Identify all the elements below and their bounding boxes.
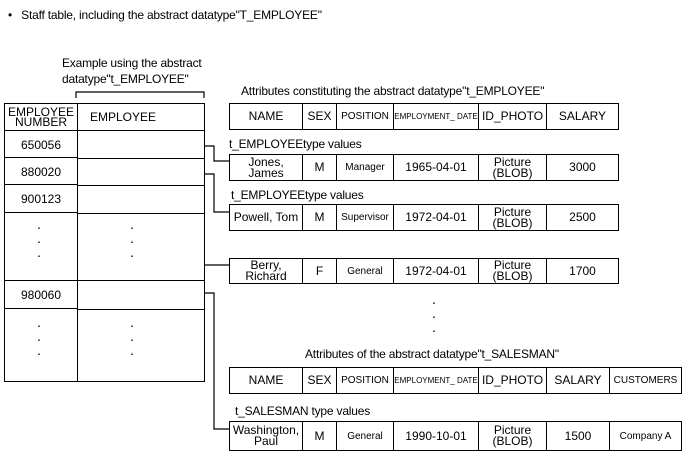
employee-record: Powell, Tom M Supervisor 1972-04-01 Pict… <box>229 204 619 231</box>
heading: • Staff table, including the abstract da… <box>8 8 322 22</box>
attr-employment-date: EMPLOYMENT_ DATE <box>394 368 479 393</box>
salesman-attribute-row: NAME SEX POSITION EMPLOYMENT_ DATE ID_PH… <box>229 367 682 394</box>
record-sex: M <box>303 155 337 180</box>
attr-sex: SEX <box>303 368 337 393</box>
record-employment-date: 1972-04-01 <box>394 259 479 283</box>
employee-attributes-title: Attributes constituting the abstract dat… <box>241 84 545 98</box>
record-position: Manager <box>337 155 394 180</box>
attr-sex: SEX <box>303 104 337 129</box>
employee-record: Berry, Richard F General 1972-04-01 Pict… <box>229 258 619 284</box>
record-position: Supervisor <box>337 205 394 230</box>
attr-name: NAME <box>230 104 303 129</box>
record-salary: 2500 <box>569 210 596 224</box>
record-sex: F <box>303 259 337 283</box>
attr-name: NAME <box>230 368 303 393</box>
employee-attribute-row: NAME SEX POSITION EMPLOYMENT_ DATE ID_PH… <box>229 103 619 130</box>
record-customers: Company A <box>619 430 672 442</box>
employee-record: Jones, James M Manager 1965-04-01 Pictur… <box>229 154 619 181</box>
record-id-photo: Picture (BLOB) <box>479 205 547 230</box>
table-row-number-4: 980060 <box>5 281 77 309</box>
attr-employment-date: EMPLOYMENT_ DATE <box>394 104 479 129</box>
record-employment-date: 1965-04-01 <box>394 155 479 180</box>
bullet-icon: • <box>8 8 13 22</box>
salesman-attributes-title: Attributes of the abstract datatype"t_SA… <box>305 347 559 361</box>
ellipsis-dot: ··· <box>36 219 42 263</box>
record-salary: 3000 <box>569 160 596 174</box>
record-salary: 1500 <box>547 422 610 450</box>
attr-position: POSITION <box>337 368 394 393</box>
attr-id-photo: ID_PHOTO <box>479 104 547 129</box>
record-salary: 1700 <box>569 263 596 278</box>
record-id-photo: Picture (BLOB) <box>479 422 547 450</box>
record-sex: M <box>303 205 337 230</box>
ellipsis-dot: ··· <box>36 317 42 361</box>
record-name: Powell, Tom <box>230 205 303 230</box>
column-header-employee-number: EMPLOYEE NUMBER <box>5 104 77 131</box>
table-row-number-3: 900123 <box>5 186 77 213</box>
table-row-number-1: 650056 <box>5 132 77 158</box>
type-values-label-2: t_EMPLOYEEtype values <box>231 188 364 202</box>
record-name: Berry, Richard <box>230 259 303 283</box>
attr-customers: CUSTOMERS <box>613 375 678 386</box>
heading-text: Staff table, including the abstract data… <box>21 8 322 22</box>
record-name: Jones, James <box>230 155 303 180</box>
column-header-employee: EMPLOYEE <box>78 104 204 131</box>
attr-salary: SALARY <box>558 109 607 123</box>
salesman-type-values-label: t_SALESMAN type values <box>235 404 371 418</box>
ellipsis-dot: ··· <box>129 219 135 263</box>
record-employment-date: 1972-04-01 <box>394 205 479 230</box>
example-label-line2: datatype"t_EMPLOYEE" <box>62 72 189 86</box>
record-name: Washington, Paul <box>230 422 303 450</box>
attr-position: POSITION <box>337 104 394 129</box>
record-id-photo: Picture (BLOB) <box>479 155 547 180</box>
staff-table: EMPLOYEE NUMBER EMPLOYEE 650056 880020 9… <box>4 103 205 382</box>
record-sex: M <box>303 422 337 450</box>
ellipsis-dot: ··· <box>129 317 135 361</box>
type-values-label-1: t_EMPLOYEEtype values <box>229 137 362 151</box>
salesman-record: Washington, Paul M General 1990-10-01 Pi… <box>229 421 682 451</box>
record-position: General <box>337 422 394 450</box>
example-label-line1: Example using the abstract <box>62 56 202 70</box>
table-row-number-2: 880020 <box>5 159 77 185</box>
record-id-photo: Picture (BLOB) <box>479 259 547 283</box>
attr-salary: SALARY <box>547 368 610 393</box>
record-position: General <box>337 259 394 283</box>
attr-id-photo: ID_PHOTO <box>479 368 547 393</box>
ellipsis-dot: ··· <box>431 294 437 338</box>
record-employment-date: 1990-10-01 <box>394 422 479 450</box>
